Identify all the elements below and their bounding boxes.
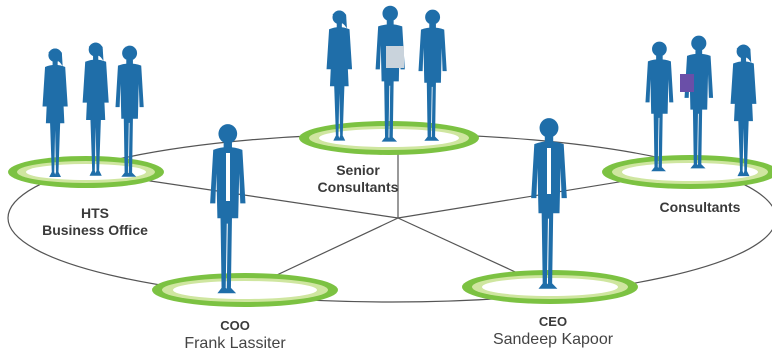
- hts-line1: HTS: [81, 205, 109, 221]
- person-senior-3: [418, 9, 447, 141]
- clipboard-icon: [680, 74, 694, 92]
- consultants-line1: Consultants: [659, 199, 741, 215]
- person-consultants-2: [684, 35, 714, 169]
- label-coo: COO Frank Lassiter: [160, 318, 310, 353]
- person-senior-1: [326, 10, 353, 141]
- label-consultants: Consultants: [640, 199, 760, 216]
- figure-coo: [210, 124, 246, 294]
- senior-line2: Consultants: [317, 178, 399, 195]
- label-hts-business-office: HTS Business Office: [30, 205, 160, 239]
- platform-coo: [152, 273, 338, 307]
- platform-consultants: [602, 155, 772, 189]
- hts-line2: Business Office: [42, 221, 148, 238]
- coo-role: COO: [220, 318, 250, 333]
- figures-consultants: [645, 35, 757, 177]
- ceo-role: CEO: [538, 314, 568, 329]
- tie-ceo: [547, 148, 551, 194]
- senior-line1: Senior: [336, 162, 380, 178]
- tie-coo: [226, 153, 230, 201]
- person-consultants-3: [730, 44, 757, 177]
- ceo-name: Sandeep Kapoor: [492, 330, 614, 348]
- figure-ceo: [531, 118, 567, 289]
- platform-hts: [8, 156, 164, 188]
- person-consultants-1: [645, 41, 674, 172]
- figures-senior-consultants: [326, 5, 447, 142]
- label-ceo: CEO Sandeep Kapoor: [478, 314, 628, 349]
- person-hts-3: [115, 45, 144, 177]
- person-hts-2: [82, 42, 109, 176]
- coo-name: Frank Lassiter: [184, 334, 286, 352]
- person-coo: [210, 124, 246, 294]
- person-ceo: [531, 118, 567, 289]
- label-senior-consultants: Senior Consultants: [298, 162, 418, 196]
- folder-icon: [386, 46, 404, 68]
